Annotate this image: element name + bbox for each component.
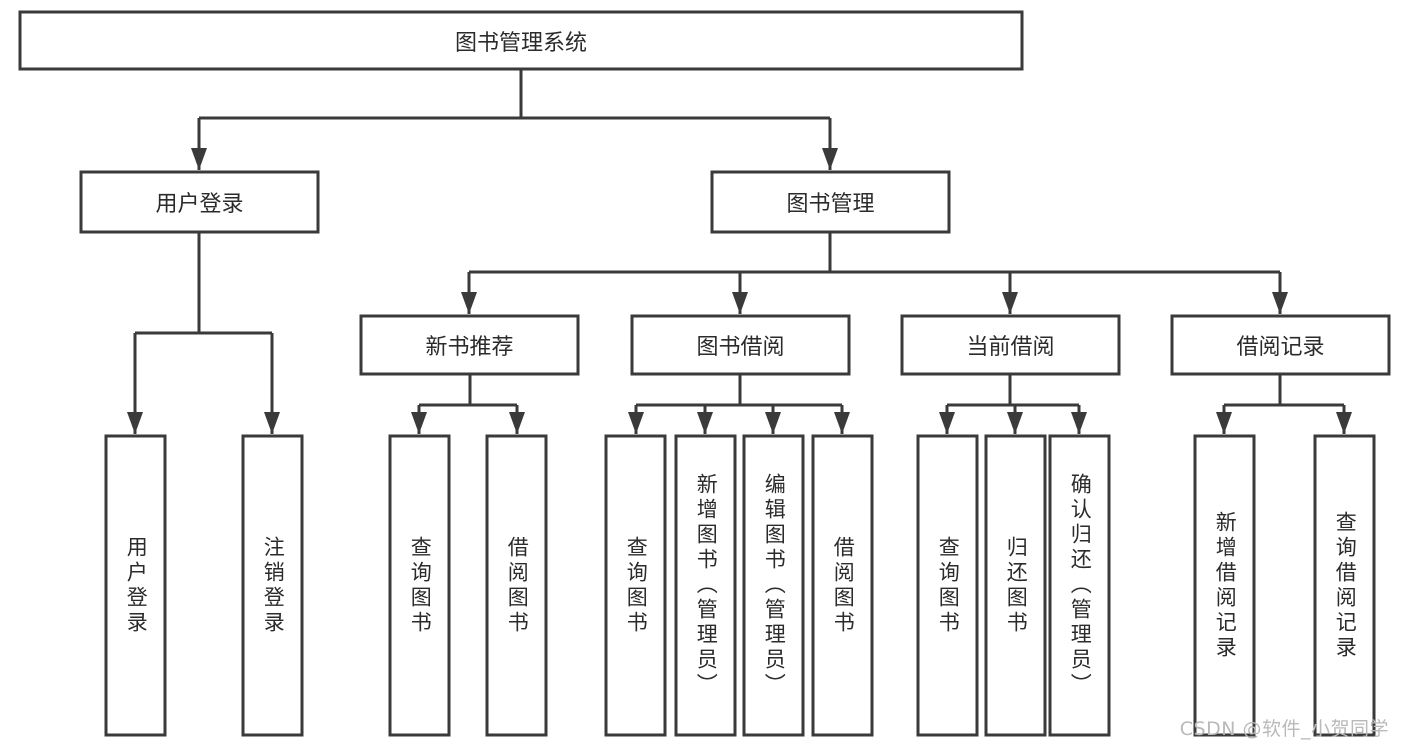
arrow-head-icon bbox=[264, 412, 280, 434]
root-node-root[interactable] bbox=[18, 10, 1024, 71]
leaf-node-leaf-query-record[interactable] bbox=[1313, 434, 1376, 737]
arrow-head-icon bbox=[697, 412, 713, 434]
connector-c-borrow-record bbox=[1216, 374, 1352, 434]
connectors-layer bbox=[127, 69, 1352, 434]
connector-c-current-borrow bbox=[939, 374, 1087, 434]
arrow-head-icon bbox=[1216, 412, 1232, 434]
arrow-head-icon bbox=[628, 412, 644, 434]
leaf-node-leaf-user-logout[interactable] bbox=[241, 434, 304, 737]
arrow-head-icon bbox=[834, 412, 850, 434]
leaf-node-leaf-edit-book[interactable] bbox=[742, 434, 805, 737]
level1-node-book-manage[interactable] bbox=[710, 170, 951, 234]
arrow-head-icon bbox=[1336, 412, 1352, 434]
arrow-head-icon bbox=[939, 412, 955, 434]
level2-node-new-book-recommend[interactable] bbox=[359, 314, 580, 376]
connector-c-new-book bbox=[411, 374, 525, 434]
level1-node-user-login[interactable] bbox=[79, 170, 320, 234]
leaf-node-leaf-return-book[interactable] bbox=[984, 434, 1047, 737]
connector-c-user-login bbox=[127, 232, 280, 434]
leaf-node-leaf-borrow-book-2[interactable] bbox=[811, 434, 874, 737]
level2-node-book-borrow[interactable] bbox=[630, 314, 851, 376]
arrow-head-icon bbox=[1002, 292, 1018, 314]
arrow-head-icon bbox=[765, 412, 781, 434]
arrow-head-icon bbox=[1007, 412, 1023, 434]
arrow-head-icon bbox=[411, 412, 427, 434]
connector-c-book-borrow bbox=[628, 374, 850, 434]
level2-node-borrow-record[interactable] bbox=[1170, 314, 1391, 376]
arrow-head-icon bbox=[509, 412, 525, 434]
leaf-node-leaf-confirm-return[interactable] bbox=[1048, 434, 1111, 737]
arrow-head-icon bbox=[732, 292, 748, 314]
leaf-node-leaf-add-book[interactable] bbox=[674, 434, 737, 737]
leaf-node-leaf-query-book-2[interactable] bbox=[604, 434, 667, 737]
leaf-node-leaf-user-login[interactable] bbox=[104, 434, 167, 737]
node-boxes-layer bbox=[18, 10, 1391, 737]
leaf-node-leaf-borrow-book-1[interactable] bbox=[485, 434, 548, 737]
level2-node-current-borrow[interactable] bbox=[900, 314, 1121, 376]
arrow-head-icon bbox=[1071, 412, 1087, 434]
connector-c-root bbox=[191, 69, 838, 170]
leaf-node-leaf-add-record[interactable] bbox=[1193, 434, 1256, 737]
leaf-node-leaf-query-book-1[interactable] bbox=[388, 434, 451, 737]
arrow-head-icon bbox=[822, 148, 838, 170]
arrow-head-icon bbox=[191, 148, 207, 170]
leaf-node-leaf-query-book-3[interactable] bbox=[916, 434, 979, 737]
arrow-head-icon bbox=[127, 412, 143, 434]
arrow-head-icon bbox=[1272, 292, 1288, 314]
arrow-head-icon bbox=[461, 292, 477, 314]
connector-c-book-manage bbox=[461, 232, 1288, 314]
